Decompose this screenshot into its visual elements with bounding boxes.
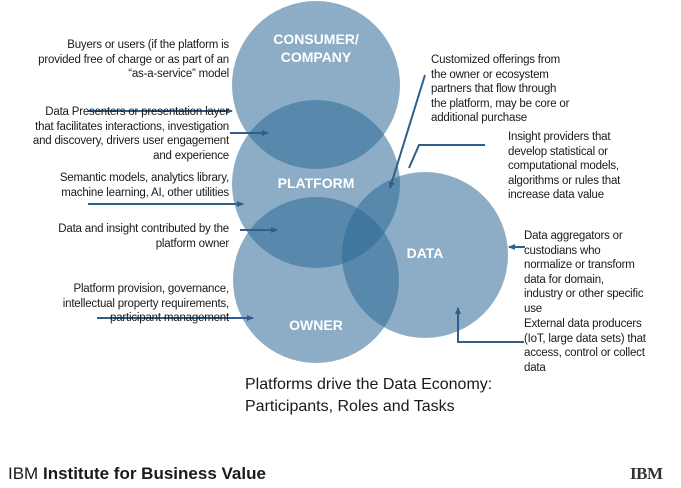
note-line: External data producers [524, 318, 642, 330]
note-line: Buyers or users (if the platform is [67, 39, 229, 51]
data-label: DATA [406, 245, 444, 261]
footer-brand: IBM Institute for Business Value [8, 464, 266, 484]
note-line: Data aggregators or [524, 230, 623, 242]
note-line: that facilitates interactions, investiga… [35, 120, 229, 133]
title-line1: Platforms drive the Data Economy: [245, 376, 493, 393]
platform-label: PLATFORM [277, 175, 355, 191]
note-line: data [524, 361, 546, 374]
note-external: External data producers (IoT, large data… [524, 317, 646, 375]
note-line: “as-a-service” model [128, 68, 229, 81]
note-line: the platform, may be core or [431, 97, 570, 110]
note-line: use [524, 302, 542, 315]
note-line: partners that flow through [431, 83, 557, 96]
note-line: industry or other specific [524, 288, 644, 301]
note-line: custodians who [524, 244, 601, 257]
note-presenters: Data Presenters or presentation layer th… [33, 105, 229, 163]
note-line: Platform provision, governance, [73, 283, 229, 295]
note-line: Customized offerings from [431, 54, 561, 66]
arrow-customized [388, 74, 426, 189]
note-line: algorithms or rules that [508, 174, 621, 187]
note-line: platform owner [155, 237, 229, 250]
note-line: (IoT, large data sets) that [524, 332, 646, 345]
note-line: Data Presenters or presentation layer [45, 106, 229, 118]
consumer-label: CONSUMER/ COMPANY [256, 30, 376, 66]
note-customized: Customized offerings from the owner or e… [431, 53, 569, 126]
note-line: Semantic models, analytics library, [59, 172, 229, 184]
note-insight: Insight providers that develop statistic… [508, 130, 620, 203]
diagram-title: Platforms drive the Data Economy: Partic… [245, 374, 492, 418]
note-line: normalize or transform [524, 259, 635, 272]
note-line: and experience [153, 149, 229, 162]
note-line: machine learning, AI, other utilities [61, 186, 229, 199]
footer-name: Institute for Business Value [42, 464, 266, 483]
ibm-logo-text: IBM [630, 464, 663, 483]
note-line: additional purchase [431, 112, 527, 125]
consumer-label-line2: COMPANY [280, 49, 352, 65]
footer-prefix: IBM [8, 464, 39, 483]
note-line: participant management [110, 312, 229, 325]
owner-label: OWNER [289, 317, 343, 333]
note-line: develop statistical or [508, 145, 608, 158]
note-line: Data and insight contributed by the [58, 223, 229, 235]
note-line: the owner or ecosystem [431, 68, 549, 81]
note-line: Insight providers that [508, 131, 611, 143]
arrow-external [455, 307, 524, 343]
consumer-label-line1: CONSUMER/ [273, 31, 359, 47]
note-line: computational models, [508, 160, 619, 173]
note-line: increase data value [508, 189, 604, 202]
arrow-insight [408, 144, 485, 169]
note-semantic: Semantic models, analytics library, mach… [60, 171, 229, 200]
note-line: access, control or collect [524, 347, 645, 360]
note-aggregators: Data aggregators or custodians who norma… [524, 229, 644, 317]
data-circle [342, 172, 508, 338]
note-line: data for domain, [524, 273, 604, 286]
note-buyers: Buyers or users (if the platform is prov… [38, 38, 229, 82]
note-line: and discovery, drivers user engagement [32, 135, 229, 148]
ibm-logo: IBM [630, 464, 663, 484]
note-owner-data: Data and insight contributed by the plat… [58, 222, 229, 251]
note-provision: Platform provision, governance, intellec… [63, 282, 229, 326]
note-line: intellectual property requirements, [62, 297, 229, 310]
note-line: provided free of charge or as part of an [38, 53, 229, 66]
title-line2: Participants, Roles and Tasks [245, 398, 455, 415]
